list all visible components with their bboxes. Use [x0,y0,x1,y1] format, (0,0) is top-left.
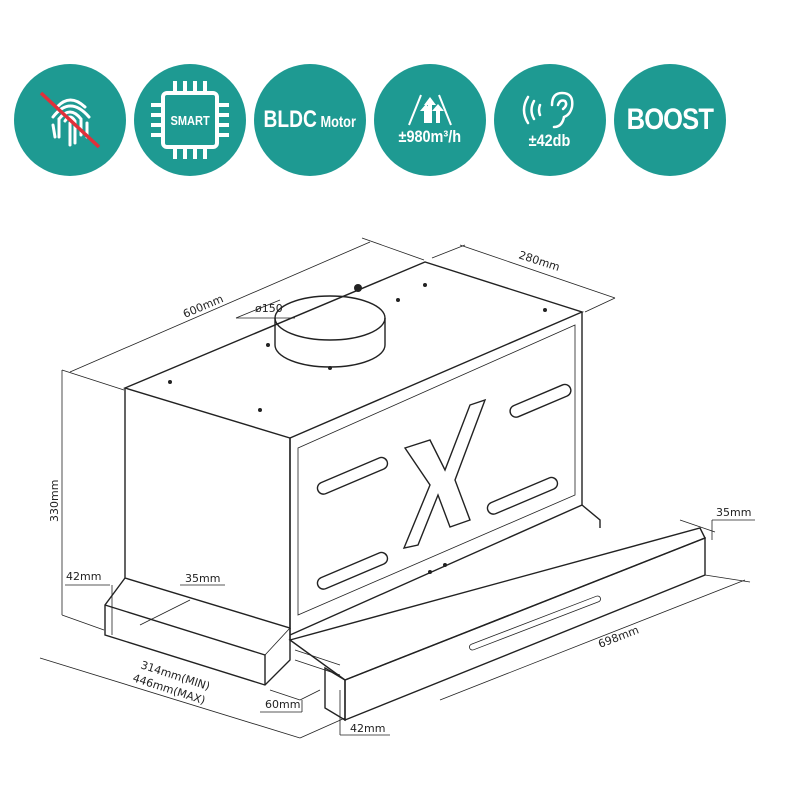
hood-body [104,261,601,686]
dim-front-depth: 35mm [716,506,751,519]
dim-ledge-height: 42mm [66,570,101,583]
feature-label: ±980m³/h [398,127,462,146]
feature-sublabel: Motor [320,114,357,131]
dim-height: 330mm [48,480,61,522]
feature-label: SMART [170,112,210,128]
dim-width: 600mm [181,292,225,321]
feature-badge-fingerprint-free [14,64,126,176]
feature-label: BOOST [626,103,714,136]
feature-badge-boost: BOOST [614,64,726,176]
ear-sound-icon [522,91,574,129]
dim-depth: 280mm [517,248,561,273]
feature-label: ±42db [529,131,571,150]
feature-label: BLDC [263,106,318,133]
dim-gap: 60mm [265,698,300,711]
dim-ledge-depth: 35mm [185,572,220,585]
dim-front-width: 698mm [596,623,640,650]
airflow-arrows-icon [408,94,452,126]
feature-badge-bldc-motor: BLDC Motor [254,64,366,176]
dim-duct: ø150 [255,302,283,315]
telescopic-drawer [288,527,706,722]
dim-front-height: 42mm [350,722,385,735]
feature-badge-airflow: ±980m³/h [374,64,486,176]
no-fingerprint-icon [39,91,101,149]
feature-badge-noise: ±42db [494,64,606,176]
dimension-labels: 600mm ø150 280mm 330mm 42mm 35mm 35mm 69… [48,248,751,735]
feature-badge-smart: SMART [134,64,246,176]
dimension-lines [39,237,755,739]
chip-icon [151,81,229,159]
